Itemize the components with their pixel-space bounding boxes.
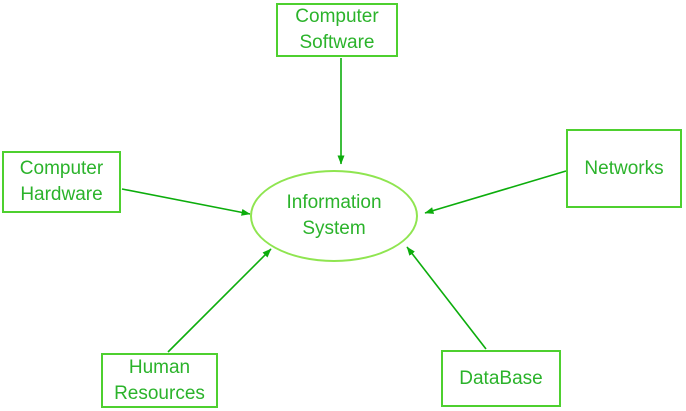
node-human-resources-line1: Human	[128, 356, 191, 378]
node-computer-software-line1: Computer	[295, 6, 379, 27]
information-system-line1: Information	[286, 192, 382, 213]
arrow-computer-hardware-to-information-system	[121, 188, 251, 216]
information-system-ellipse: Information System	[250, 170, 418, 262]
node-database-line1: DataBase	[459, 367, 543, 389]
node-computer-software-line2: Software	[299, 32, 375, 53]
node-human-resources-line2: Resources	[114, 382, 205, 404]
node-computer-hardware-line1: Computer	[19, 158, 104, 179]
arrow-human-resources-to-information-system	[167, 248, 272, 353]
information-system-line2: System	[302, 218, 366, 239]
arrow-networks-to-information-system	[424, 170, 567, 214]
node-human-resources: Human Resources	[101, 353, 218, 408]
node-database: DataBase	[441, 350, 561, 407]
node-computer-hardware: Computer Hardware	[2, 151, 121, 213]
arrow-database-to-information-system	[406, 246, 487, 350]
node-computer-hardware-line2: Hardware	[20, 184, 103, 205]
node-computer-software: Computer Software	[276, 3, 398, 57]
node-networks-line1: Networks	[584, 157, 664, 179]
node-networks: Networks	[566, 129, 682, 208]
